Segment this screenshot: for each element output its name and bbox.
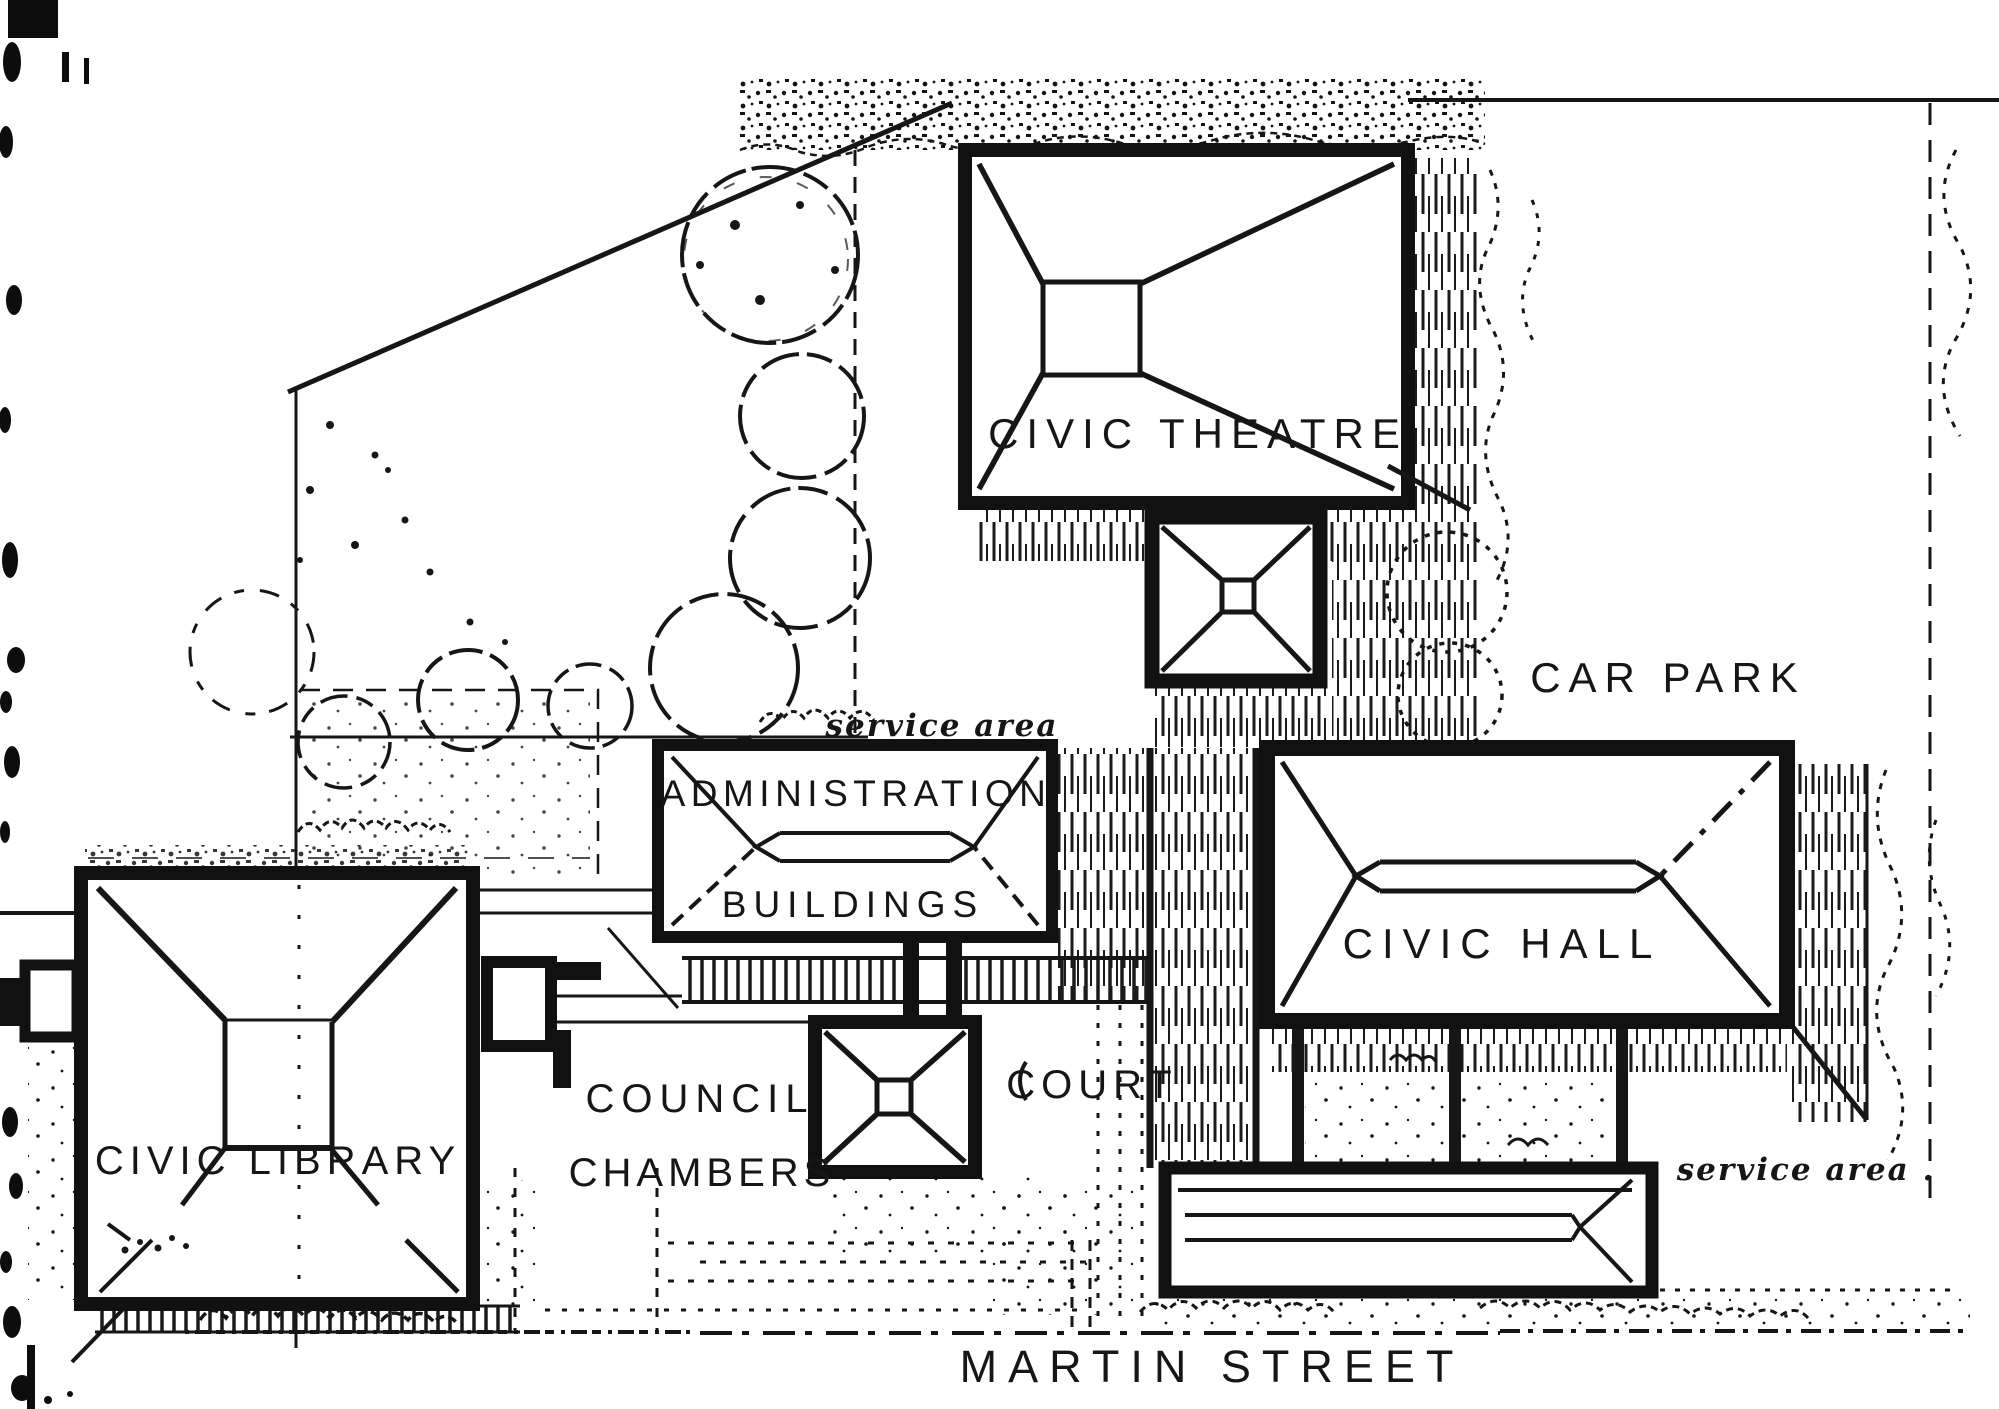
promenade-axis	[1096, 748, 1260, 1320]
label-civic-theatre: CIVIC THEATRE	[988, 410, 1408, 457]
east-vegetation	[1478, 149, 1973, 1161]
label-civic-library: CIVIC LIBRARY	[95, 1139, 461, 1183]
shrub-band-north	[739, 78, 1486, 158]
building-theatre-pavilion	[1144, 496, 1328, 689]
photocopy-edge-artifacts	[0, 0, 89, 1409]
library-floor-dots	[106, 1222, 189, 1254]
label-martin-street: MARTIN STREET	[960, 1341, 1465, 1392]
building-hall-lower-wing	[1158, 1161, 1659, 1299]
plan-labels: CIVIC THEATRE CAR PARK ADMINISTRATION BU…	[95, 410, 1936, 1392]
label-administration-line2: BUILDINGS	[722, 884, 984, 925]
library-west-annex	[19, 959, 83, 1043]
label-council-line2: CHAMBERS	[569, 1151, 836, 1195]
theatre-leader-line	[1386, 463, 1472, 513]
label-council-line1: COUNCIL	[585, 1077, 814, 1121]
parkland-trees-northwest	[188, 165, 876, 752]
building-civic-hall	[1259, 740, 1795, 1029]
building-administration	[652, 739, 1058, 1024]
pavilion-roof-lines	[1160, 525, 1312, 673]
theatre-roof-lines	[976, 161, 1396, 492]
hall-forecourt-columns	[1292, 1022, 1628, 1166]
library-east-annex	[481, 956, 557, 1052]
label-service-area-hall: service area .	[1676, 1152, 1936, 1188]
admin-roof-lines	[670, 755, 1040, 927]
label-service-area-admin: service area	[825, 708, 1059, 744]
building-civic-library	[0, 866, 601, 1311]
library-roof-lines	[95, 885, 460, 1295]
building-council-chambers	[808, 1015, 982, 1179]
label-civic-hall: CIVIC HALL	[1343, 920, 1662, 967]
hall-roof-lines	[1279, 760, 1772, 1008]
label-car-park: CAR PARK	[1530, 654, 1806, 701]
label-administration-line1: ADMINISTRATION	[661, 773, 1052, 814]
label-court: COURT	[1006, 1063, 1177, 1107]
wing-roof-lines	[1178, 1178, 1634, 1284]
court-leader-mark	[1018, 1060, 1028, 1102]
tree-dots	[297, 201, 839, 645]
council-roof-lines	[823, 1029, 967, 1165]
building-civic-theatre	[958, 143, 1472, 513]
